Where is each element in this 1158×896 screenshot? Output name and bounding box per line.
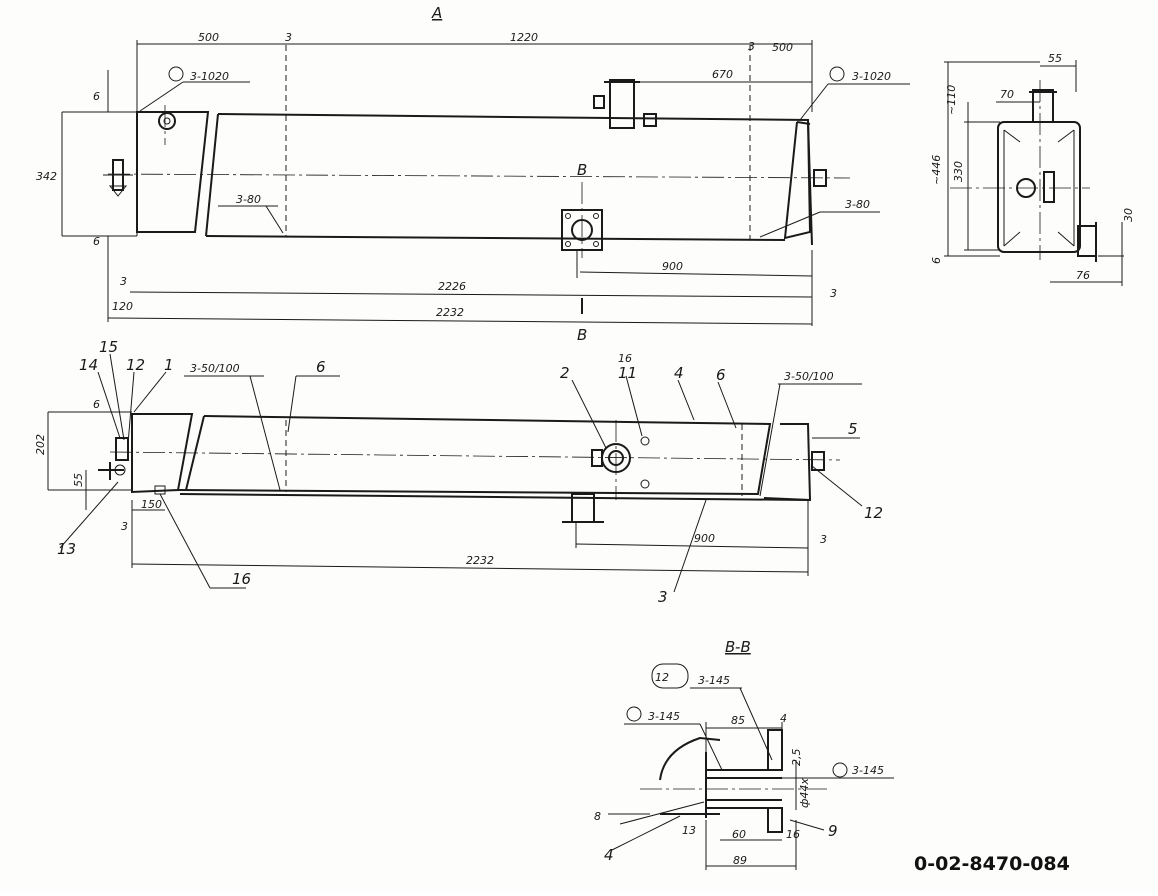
sec-dim-85: 85 [731,714,745,727]
nozzle-front-right [811,451,825,471]
flange-square [561,182,603,258]
front-dim-900: 900 [694,532,715,545]
front-dim-3-left: 3 [121,520,128,533]
callout-11: 11 [618,364,637,382]
dim-3-left: 3 [120,275,127,288]
dim-6-bot: 6 [93,235,100,248]
sec-callout-4: 4 [604,846,614,864]
sec-dim-44: ф44x [798,778,811,808]
svg-text:12: 12 [655,671,669,684]
svg-text:3-145: 3-145 [648,710,680,723]
callout-16-top: 16 [618,352,632,365]
nozzle-right [813,169,827,187]
sec-dim-4: 4 [780,712,787,725]
sec-weld-1: 12 3-145 [651,663,773,761]
view-a-title: A [431,4,442,22]
svg-text:8: 8 [594,810,601,823]
section-mark-top: B [577,161,587,179]
dim-500-left: 500 [198,31,219,44]
section-b-b: B-B 85 4 2,5 ф44x 13 60 16 89 12 [594,638,894,870]
svg-text:3-80: 3-80 [236,193,261,206]
front-dim-202: 202 [34,434,47,455]
valve-fitting-front [98,437,129,480]
front-view: 6 202 55 150 3 900 3 2232 3-50/100 3-50/… [34,338,883,606]
dim-2226: 2226 [438,280,466,293]
callout-16-bottom: 16 [232,570,251,588]
front-dim-150: 150 [141,498,162,511]
callout-1: 1 [164,356,174,374]
svg-text:3-50/100: 3-50/100 [784,370,834,383]
dim-342: 342 [36,170,57,183]
dim-3-right: 3 [830,287,837,300]
section-title: B-B [725,638,751,656]
sec-dim-16: 16 [786,828,800,841]
svg-text:3-1020: 3-1020 [190,70,229,83]
dim-6-top: 6 [93,90,100,103]
dim-670: 670 [712,68,733,81]
sec-dim-60: 60 [732,828,746,841]
flange-front [591,436,650,489]
dim-1220: 1220 [510,31,538,44]
hole-left [158,112,176,130]
callout-4: 4 [674,364,684,382]
valve-fitting-left [103,159,133,197]
drawing-number: 0-02-8470-084 [914,853,1070,875]
side-dim-110: ~110 [945,85,958,115]
front-dim-6: 6 [93,398,100,411]
sec-dim-13: 13 [682,824,696,837]
dim-120: 120 [112,300,133,313]
side-dim-76: 76 [1076,269,1090,282]
sec-weld-8: 8 [594,801,705,825]
dim-3-a: 3 [285,31,292,44]
side-dim-30: 30 [1122,208,1135,222]
weld-note-80-left: 3-80 [218,193,284,234]
outlet-stub [562,493,604,523]
side-dim-330: 330 [952,161,965,182]
callout-12-right: 12 [864,504,883,522]
callout-12-left: 12 [126,356,145,374]
front-weld-right: 3-50/100 [759,370,862,497]
callout-6-left: 6 [316,358,326,376]
weld-note-80-right: 3-80 [759,198,880,238]
view-a: A [36,4,910,344]
sec-callout-9: 9 [828,822,838,840]
front-dim-55: 55 [72,473,85,487]
sec-weld-2: 3-145 [624,706,723,771]
filler-neck [593,79,657,129]
svg-text:3-80: 3-80 [845,198,870,211]
callout-15: 15 [99,338,118,356]
callout-6-right: 6 [716,366,726,384]
svg-text:3-1020: 3-1020 [852,70,891,83]
dim-500-right: 500 [772,41,793,54]
side-view: 55 70 ~110 ~446 330 6 30 76 [930,52,1135,286]
front-dim-2232: 2232 [466,554,494,567]
front-weld-left: 3-50/100 [184,362,281,491]
callout-3: 3 [658,588,668,606]
weld-note-right: 3-1020 [799,66,910,121]
side-dim-446: ~446 [930,155,943,185]
svg-text:3-145: 3-145 [852,764,884,777]
side-dim-6: 6 [930,257,943,264]
front-dim-3-right: 3 [820,533,827,546]
sec-dim-2-5: 2,5 [790,749,803,767]
callout-14: 14 [79,356,98,374]
dim-3-b: 3 [748,40,755,53]
sec-weld-3: 3-145 [784,762,894,779]
dim-900: 900 [662,260,683,273]
callout-13: 13 [57,540,76,558]
section-mark-bottom: B [577,326,587,344]
svg-text:3-145: 3-145 [698,674,730,687]
dim-2232: 2232 [436,306,464,319]
svg-text:3-50/100: 3-50/100 [190,362,240,375]
callout-2: 2 [560,364,570,382]
sec-dim-89: 89 [733,854,747,867]
callout-5: 5 [848,420,858,438]
side-dim-70: 70 [1000,88,1014,101]
side-dim-55: 55 [1048,52,1062,65]
weld-note-left: 3-1020 [139,66,250,112]
